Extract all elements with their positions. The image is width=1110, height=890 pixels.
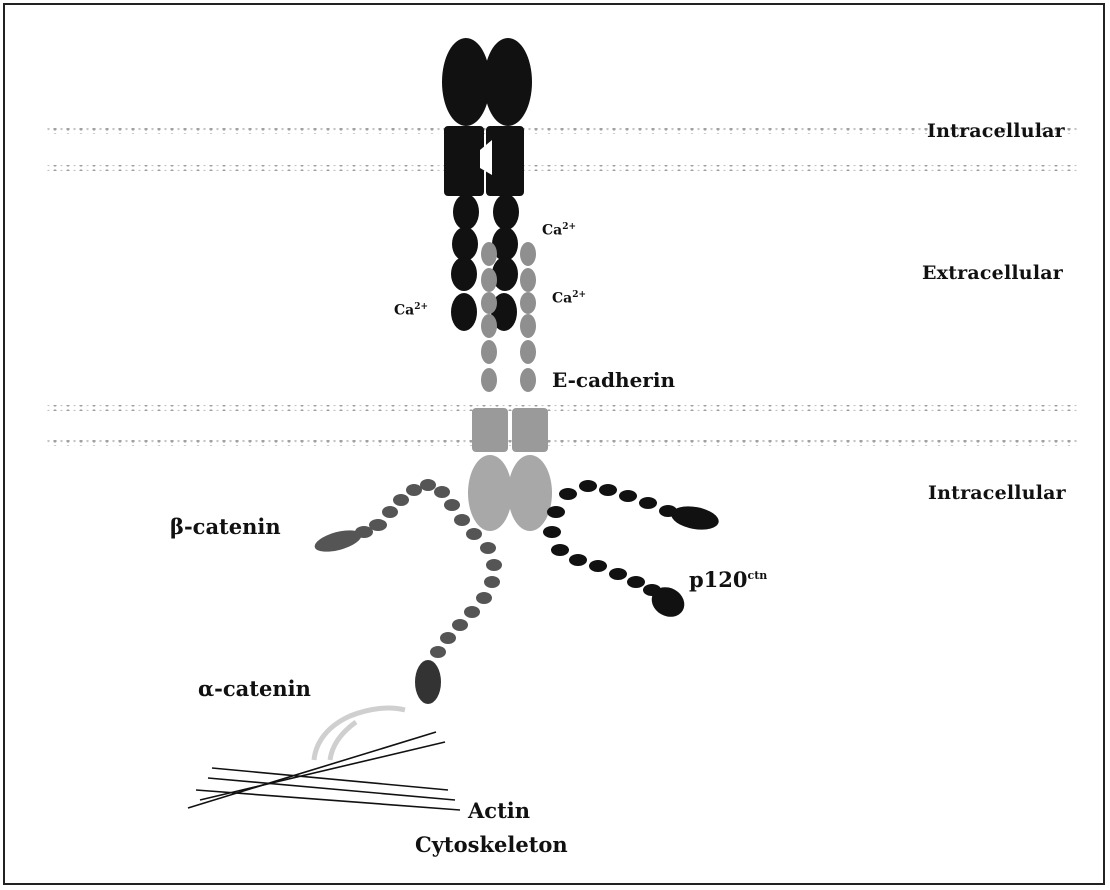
lower-membrane bbox=[45, 405, 1080, 446]
actin-label: Actin bbox=[468, 798, 530, 823]
calcium-label-left: Ca2+ bbox=[394, 302, 428, 319]
alpha-catenin-shape bbox=[314, 708, 405, 760]
calcium-label-right: Ca2+ bbox=[552, 290, 586, 307]
upper-membrane bbox=[45, 128, 1080, 171]
p120-catenin-chain bbox=[543, 480, 721, 623]
extracellular-label: Extracellular bbox=[922, 262, 1063, 284]
alpha-catenin-label: α-catenin bbox=[198, 676, 311, 701]
cytoskeleton-label: Cytoskeleton bbox=[415, 832, 568, 857]
lower-intracellular-label: Intracellular bbox=[928, 482, 1066, 504]
upper-intracellular-label: Intracellular bbox=[927, 120, 1065, 142]
calcium-label-top: Ca2+ bbox=[542, 222, 576, 239]
beta-catenin-label: β-catenin bbox=[170, 514, 281, 539]
p120-catenin-label: p120ctn bbox=[689, 567, 767, 592]
e-cadherin-label: E-cadherin bbox=[552, 368, 675, 392]
actin-filaments bbox=[188, 732, 460, 810]
